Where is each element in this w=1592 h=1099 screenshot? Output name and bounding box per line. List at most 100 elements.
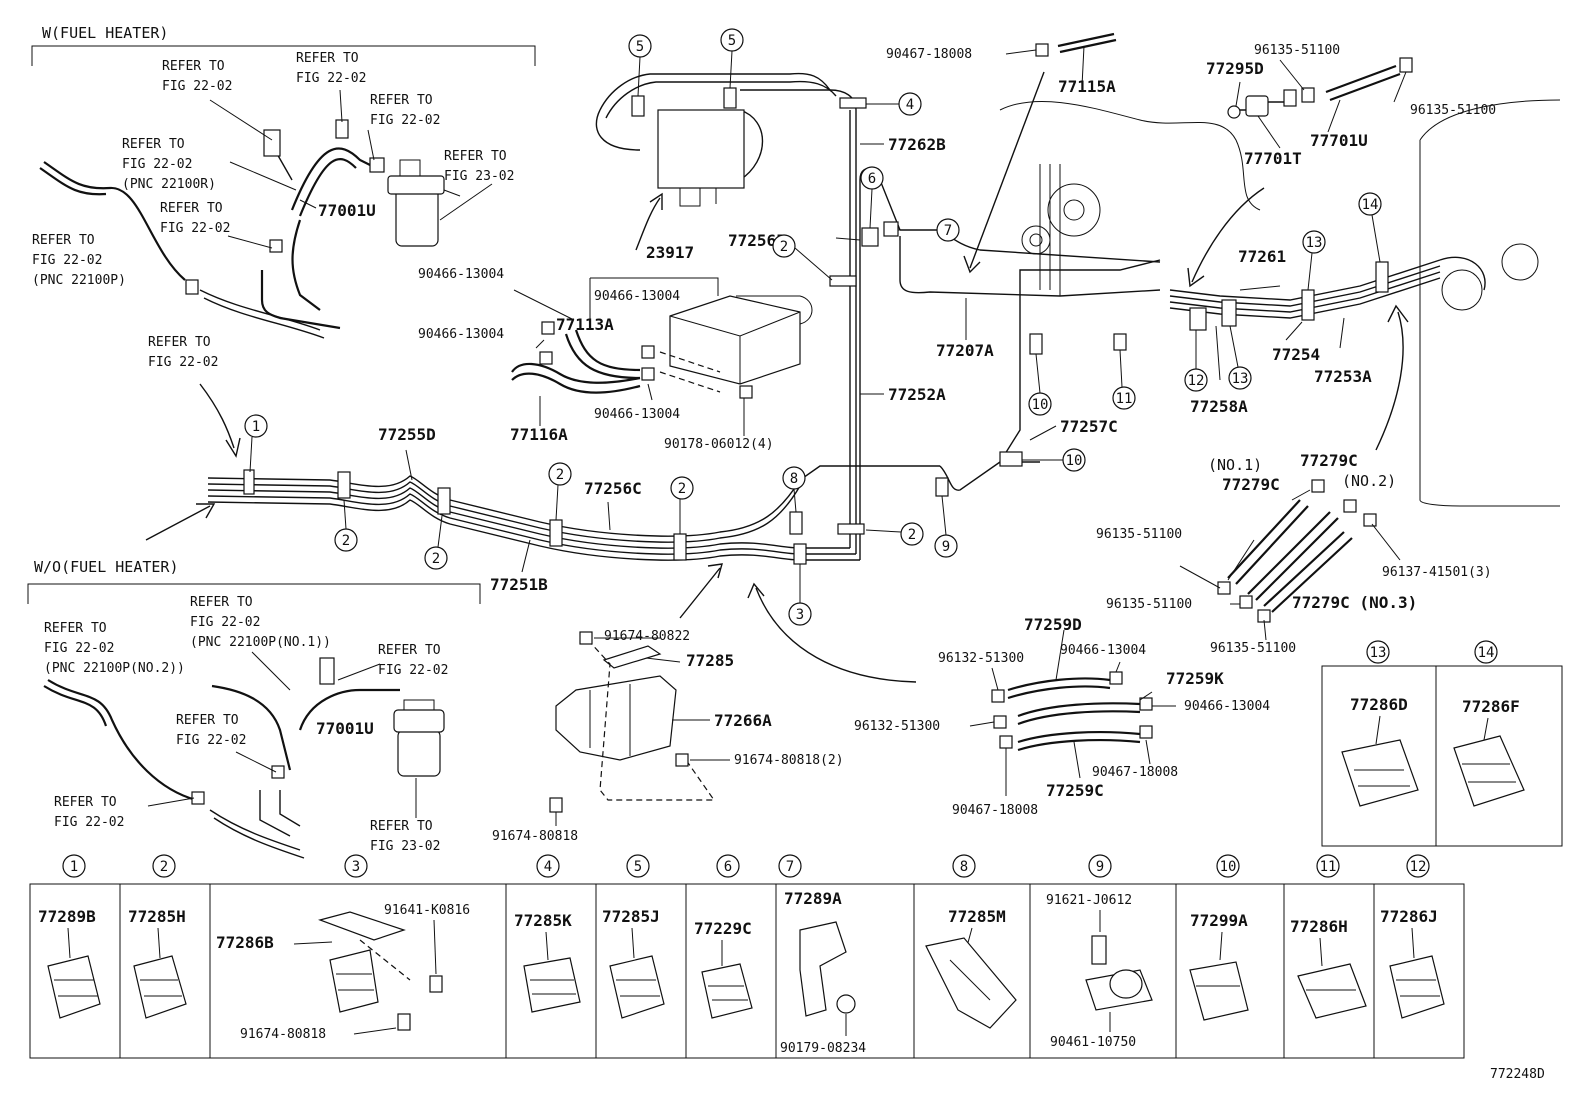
- svg-text:77285K: 77285K: [514, 911, 572, 930]
- svg-text:2: 2: [556, 467, 564, 483]
- svg-text:(PNC 22100R): (PNC 22100R): [122, 177, 216, 192]
- svg-text:FIG 22-02: FIG 22-02: [44, 641, 114, 656]
- svg-text:77285H: 77285H: [128, 907, 186, 926]
- clip-icon: [793, 543, 807, 565]
- clip-icon: [541, 321, 555, 335]
- part-label: 90466-13004: [594, 289, 680, 304]
- svg-text:4: 4: [906, 97, 914, 113]
- svg-text:REFER TO: REFER TO: [370, 819, 433, 834]
- part-label: 77701U: [1310, 131, 1368, 150]
- clip-icon: [837, 523, 865, 535]
- svg-text:13: 13: [1306, 235, 1323, 251]
- svg-text:8: 8: [790, 471, 798, 487]
- leader-arrow-icon: [635, 192, 663, 251]
- detail-box: 5 77285J: [602, 854, 665, 1019]
- fuel-heater-filter-upper: [387, 159, 461, 247]
- svg-text:REFER TO: REFER TO: [378, 643, 441, 658]
- svg-text:2: 2: [908, 527, 916, 543]
- part-label: 77258A: [1190, 397, 1248, 416]
- fuel-module-upper: [657, 109, 745, 207]
- circled-number-icon: 2: [424, 515, 448, 570]
- svg-text:REFER TO: REFER TO: [190, 595, 253, 610]
- clip-icon: [829, 275, 857, 287]
- svg-text:REFER TO: REFER TO: [54, 795, 117, 810]
- clip-icon: [641, 367, 655, 381]
- clip-icon: [243, 469, 255, 495]
- svg-text:77299A: 77299A: [1190, 911, 1248, 930]
- svg-text:FIG 22-02: FIG 22-02: [160, 221, 230, 236]
- clip-icon: [1221, 299, 1237, 327]
- svg-text:77289B: 77289B: [38, 907, 96, 926]
- clip-icon: [1029, 333, 1043, 355]
- clip-icon: [883, 221, 899, 237]
- svg-text:1: 1: [70, 859, 78, 875]
- detail-box: 4 77285K: [514, 854, 581, 1013]
- part-label: 90466-13004: [418, 267, 504, 282]
- detail-box-13-14: 13 14 77286D 77286F: [1321, 640, 1563, 847]
- clip-icon: [549, 519, 563, 547]
- clip-icon: [1035, 43, 1049, 57]
- refer-note: REFER TO FIG 22-02 (PNC 22100R): [122, 137, 216, 192]
- svg-text:(PNC 22100P): (PNC 22100P): [32, 273, 126, 288]
- svg-text:77286J: 77286J: [1380, 907, 1438, 926]
- svg-text:FIG 22-02: FIG 22-02: [54, 815, 124, 830]
- svg-text:REFER TO: REFER TO: [32, 233, 95, 248]
- clip-icon: [1113, 333, 1127, 351]
- clip-icon: [1301, 289, 1315, 321]
- refer-note: REFER TO FIG 22-02 (PNC 22100P(NO.1)): [190, 595, 331, 650]
- clip-icon: [861, 227, 879, 247]
- part-label: 77253A: [1314, 367, 1372, 386]
- circled-number-icon: 6: [860, 166, 884, 229]
- bracket-with-heater: [31, 45, 536, 66]
- circled-number-icon: 3: [788, 564, 812, 626]
- part-label: 90467-18008: [952, 803, 1038, 818]
- svg-text:90461-10750: 90461-10750: [1050, 1035, 1136, 1050]
- part-label: 77279C (NO.3): [1292, 593, 1417, 612]
- part-label: 77266A: [714, 711, 772, 730]
- svg-text:FIG 22-02: FIG 22-02: [148, 355, 218, 370]
- part-label: 77261: [1238, 247, 1286, 266]
- clip-icon: [437, 487, 451, 515]
- section-with-heater: W(FUEL HEATER): [42, 24, 168, 42]
- refer-note: REFER TO FIG 22-02: [378, 643, 448, 678]
- leader-arrow-icon: [1375, 304, 1409, 451]
- part-label: 91674-80818: [492, 829, 578, 844]
- fuel-tank-outline: [999, 99, 1561, 507]
- svg-text:77229C: 77229C: [694, 919, 752, 938]
- svg-text:FIG 22-02: FIG 22-02: [176, 733, 246, 748]
- clip-icon: [539, 351, 553, 365]
- bracket-77266A: [549, 631, 716, 813]
- part-label: 77259D: [1024, 615, 1082, 634]
- clip-icon: [271, 765, 285, 779]
- circled-number-icon: 4: [866, 92, 922, 116]
- svg-text:6: 6: [868, 171, 876, 187]
- part-label: 77257C: [1060, 417, 1118, 436]
- detail-strip: [29, 883, 1465, 1059]
- svg-text:13: 13: [1232, 371, 1249, 387]
- svg-text:REFER TO: REFER TO: [148, 335, 211, 350]
- figure-code: 772248D: [1490, 1067, 1545, 1082]
- circled-number-icon: 2: [548, 462, 572, 521]
- part-label: (NO.2): [1342, 472, 1396, 490]
- part-label: 91674-80818(2): [734, 753, 844, 768]
- clip-icon: [1139, 725, 1153, 739]
- part-label: 90178-06012(4): [664, 437, 774, 452]
- svg-text:REFER TO: REFER TO: [122, 137, 185, 152]
- svg-text:9: 9: [942, 539, 950, 555]
- clip-icon: [723, 87, 737, 109]
- svg-text:2: 2: [780, 239, 788, 255]
- part-label: 77295D: [1206, 59, 1264, 78]
- svg-text:14: 14: [1478, 645, 1495, 661]
- part-label: 96135-51100: [1210, 641, 1296, 656]
- part-label: 77259K: [1166, 669, 1224, 688]
- svg-text:2: 2: [342, 533, 350, 549]
- svg-text:77286H: 77286H: [1290, 917, 1348, 936]
- part-label: 77259C: [1046, 781, 1104, 800]
- circled-number-icon: 10: [1028, 353, 1052, 416]
- svg-text:REFER TO: REFER TO: [160, 201, 223, 216]
- part-label: 91674-80822: [604, 629, 690, 644]
- clip-icon: [789, 511, 803, 535]
- clip-icon: [1109, 671, 1123, 685]
- leader-arrow-icon: [199, 383, 241, 458]
- clip-icon: [673, 533, 687, 561]
